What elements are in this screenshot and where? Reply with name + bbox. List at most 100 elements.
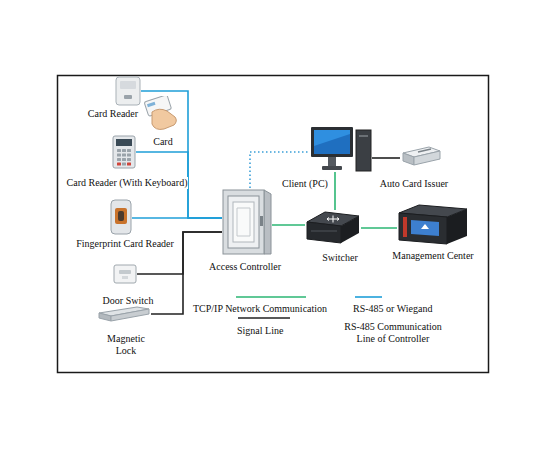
- shape-part: [117, 163, 121, 166]
- shape-part: [328, 157, 336, 166]
- device-label: Card Reader: [87, 108, 139, 120]
- device-icon: [110, 199, 132, 235]
- device-illustration: [110, 199, 132, 235]
- shape-part: [228, 196, 259, 248]
- shape-part: [116, 139, 132, 146]
- device-node: Card: [140, 96, 180, 148]
- device-label: Fingerprint Card Reader: [75, 238, 175, 250]
- shape-part: [99, 313, 111, 321]
- shape-part: [122, 158, 126, 161]
- shape-part: [233, 202, 254, 242]
- shape-part: [122, 149, 126, 152]
- shape-part: [113, 136, 135, 168]
- shape-part: [111, 200, 131, 234]
- connector: [132, 217, 222, 219]
- device-label: Card: [152, 136, 173, 148]
- shape-part: [399, 213, 447, 244]
- device-illustration: [112, 135, 136, 169]
- device-icon: [397, 203, 469, 245]
- shape-part: [356, 130, 371, 171]
- shape-part: [341, 216, 359, 243]
- device-illustration: [222, 188, 272, 256]
- shape-part: [127, 158, 131, 161]
- shape-part: [359, 135, 368, 137]
- shape-part: [327, 216, 339, 223]
- device-illustration: [113, 264, 137, 284]
- shape-part: [120, 81, 136, 89]
- shape-part: [260, 216, 263, 226]
- shape-part: [119, 270, 131, 274]
- shape-part: [127, 163, 131, 166]
- device-node: Magnetic Lock: [97, 306, 154, 357]
- legend-sample-blue: [355, 296, 382, 298]
- shape-part: [117, 158, 121, 161]
- device-icon: [97, 306, 151, 322]
- shape-part: [447, 209, 467, 244]
- shape-part: [322, 166, 342, 170]
- device-label: Switcher: [321, 252, 359, 264]
- legend-text: RS-485 Communication Line of Controller: [333, 321, 453, 345]
- connector: [361, 227, 397, 229]
- shape-part: [414, 151, 440, 165]
- shape-part: [403, 217, 407, 237]
- device-label: Door Switch: [102, 295, 155, 307]
- device-node: Switcher: [305, 210, 361, 264]
- device-label: Auto Card Issuer: [379, 178, 449, 190]
- legend-text: RS-485 or Wiegand: [352, 303, 433, 315]
- device-icon: [400, 145, 442, 167]
- outer-frame: [58, 76, 489, 373]
- device-illustration: [400, 145, 442, 167]
- shape-part: [223, 190, 264, 254]
- shape-part: [122, 276, 128, 279]
- device-illustration: [397, 203, 469, 245]
- shape-part: [421, 224, 429, 229]
- shape-part: [411, 220, 439, 236]
- device-node: Door Switch: [102, 264, 155, 307]
- device-label: Card Reader (With Keyboard): [66, 177, 189, 189]
- device-node: Card Reader: [87, 76, 141, 120]
- legend-sample-black: [238, 317, 290, 319]
- shape-part: [237, 208, 250, 236]
- shape-part: [147, 102, 156, 107]
- connector: [141, 91, 222, 218]
- shape-part: [117, 149, 121, 152]
- device-icon: [310, 126, 372, 172]
- shape-part: [127, 154, 131, 157]
- shape-part: [122, 154, 126, 157]
- legend-text: TCP/IP Network Communication: [192, 303, 328, 315]
- device-node: Client (PC): [281, 126, 372, 190]
- shape-part: [124, 95, 132, 99]
- shape-part: [116, 77, 140, 105]
- shape-part: [307, 222, 341, 243]
- device-icon: [305, 210, 361, 246]
- device-icon: [112, 135, 136, 169]
- device-icon: [113, 264, 137, 284]
- device-label: Magnetic Lock: [98, 333, 154, 357]
- shape-part: [264, 190, 271, 254]
- device-illustration: [115, 76, 141, 106]
- device-node: Card Reader (With Keyboard): [66, 135, 189, 189]
- shape-part: [117, 154, 121, 157]
- shape-part: [311, 127, 353, 157]
- shape-part: [115, 208, 127, 224]
- device-node: Access Controller: [208, 188, 282, 273]
- shape-part: [122, 163, 126, 166]
- device-icon: [115, 76, 141, 106]
- connector: [372, 157, 400, 159]
- device-label: Management Center: [391, 250, 474, 262]
- legend-text: Signal Line: [236, 325, 284, 337]
- shape-part: [403, 153, 414, 165]
- device-illustration: [97, 306, 151, 322]
- shape-part: [114, 265, 136, 283]
- shape-part: [152, 109, 176, 129]
- shape-part: [118, 211, 124, 221]
- shape-part: [418, 149, 431, 152]
- device-illustration: [140, 96, 180, 130]
- shape-part: [314, 130, 350, 154]
- connector: [272, 224, 305, 226]
- device-node: Auto Card Issuer: [379, 145, 449, 190]
- shape-part: [311, 230, 337, 232]
- connector: [334, 172, 336, 210]
